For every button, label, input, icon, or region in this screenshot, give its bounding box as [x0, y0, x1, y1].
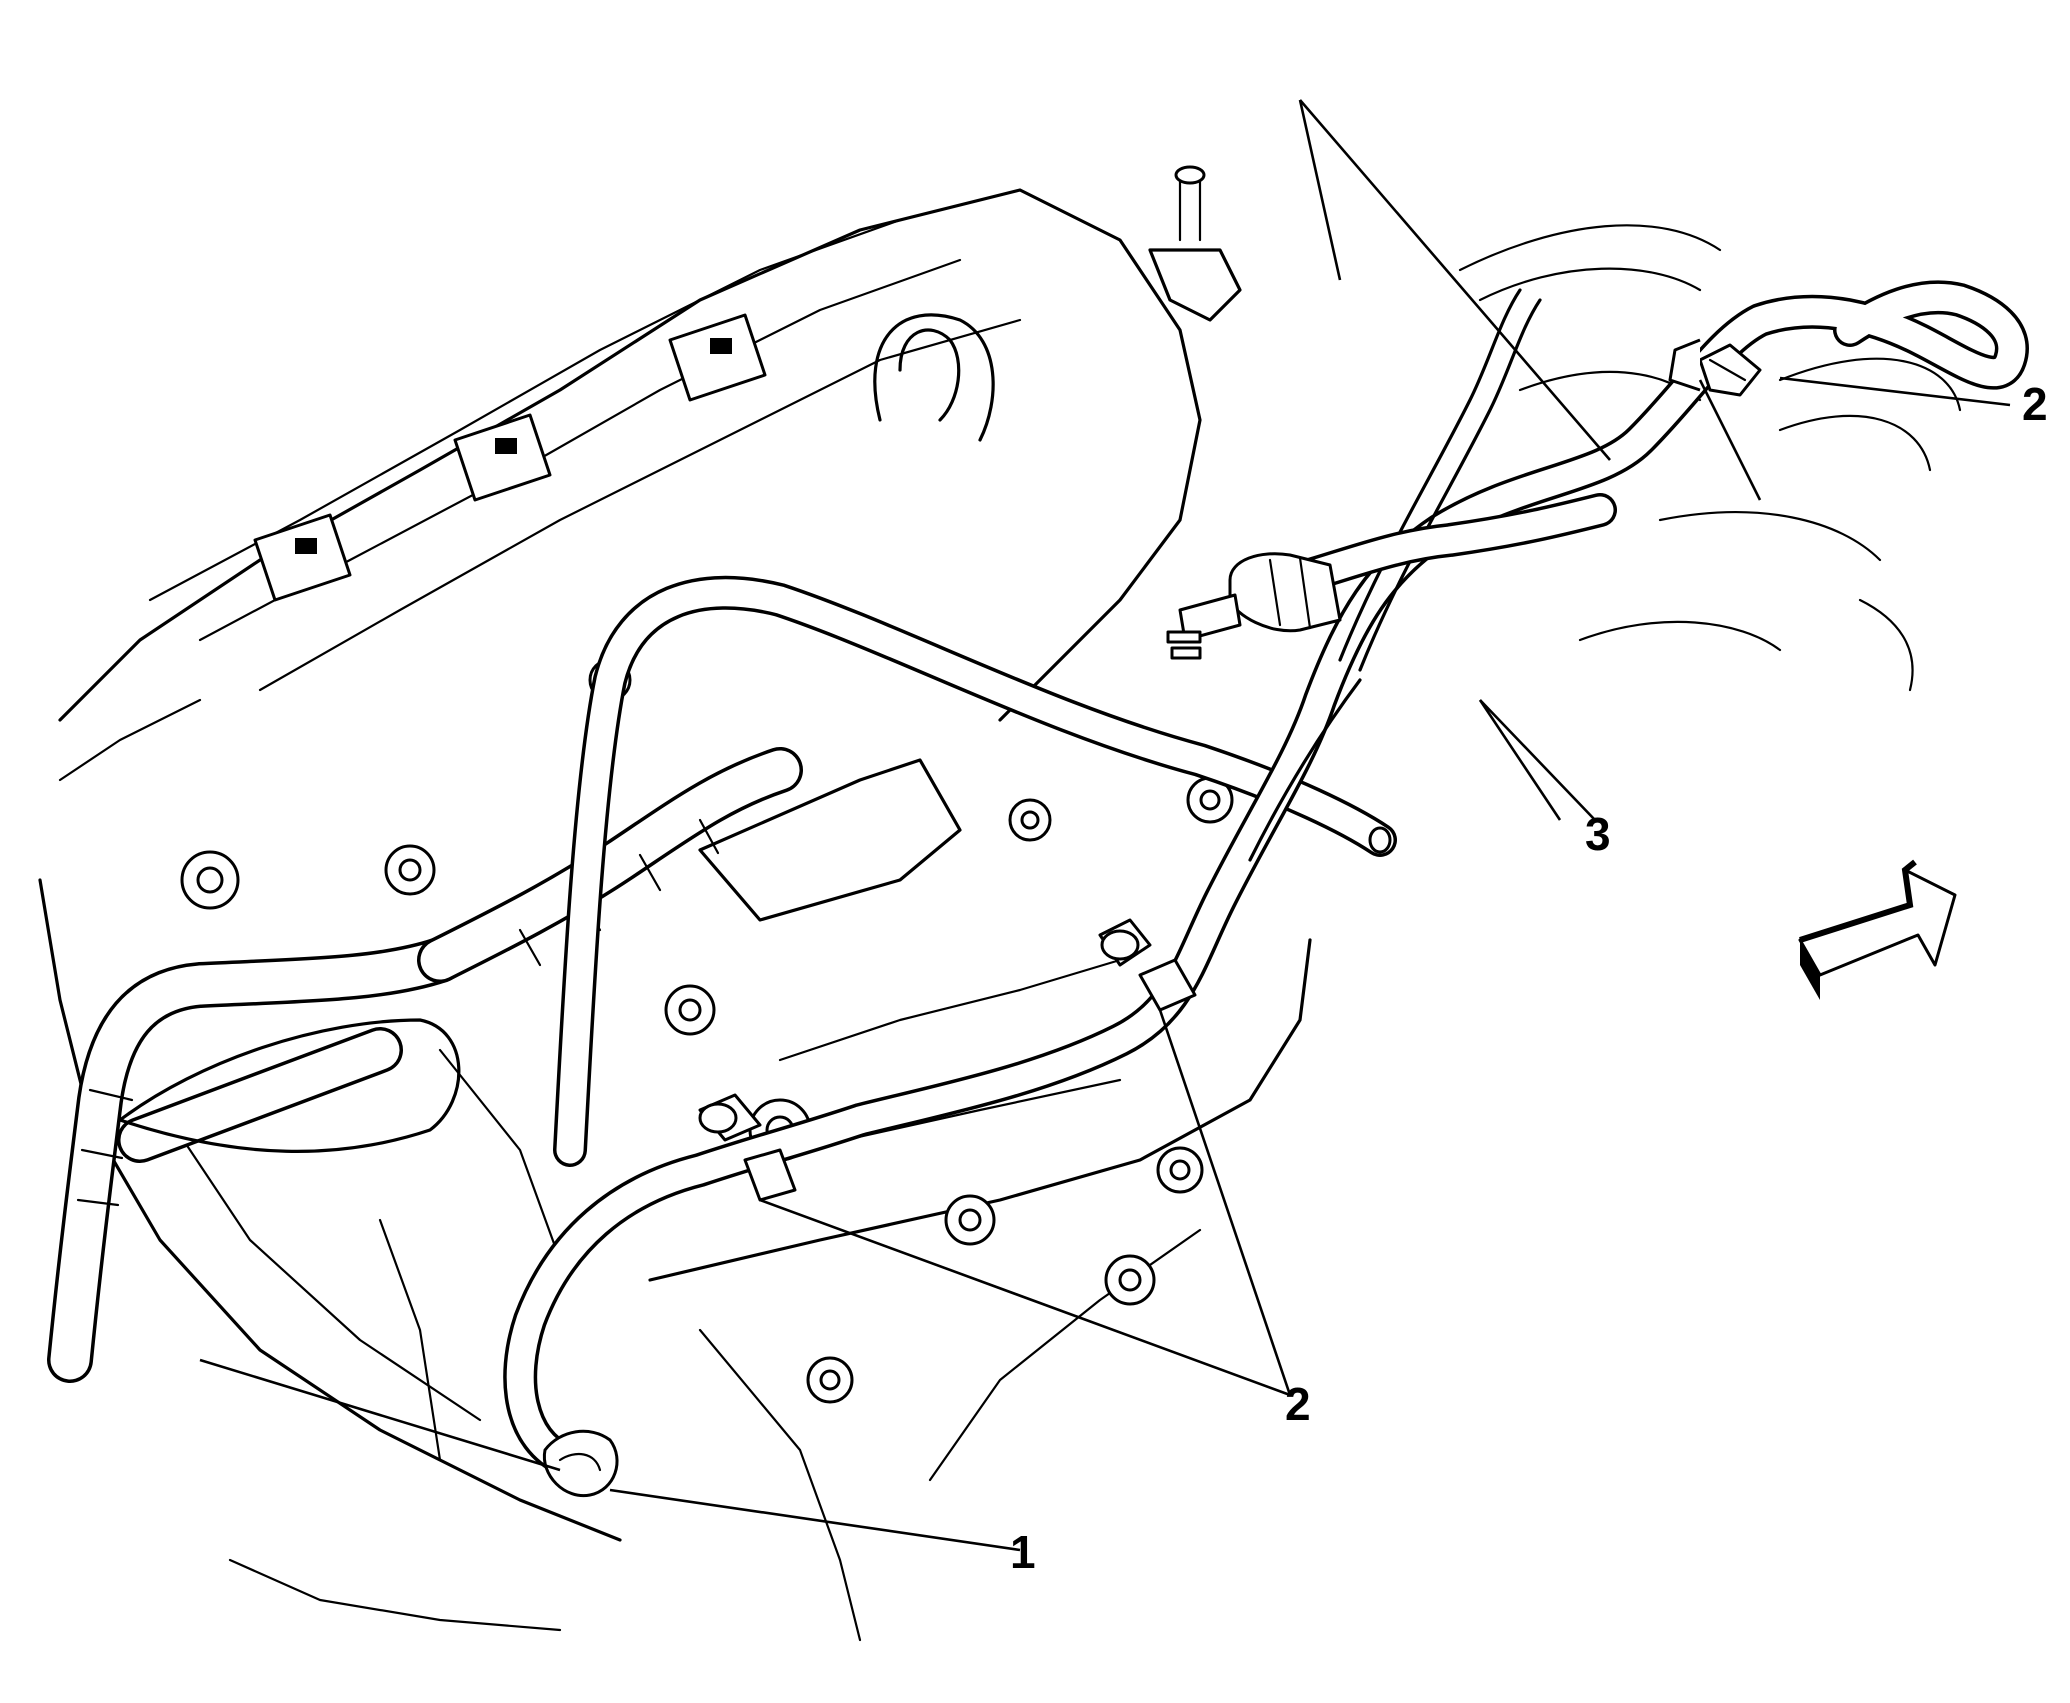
- callout-1: 1: [1010, 1526, 1036, 1578]
- callout-2-lower: 2: [1285, 1378, 1311, 1430]
- vacuum-tube: [553, 575, 1397, 1167]
- callout-2-upper: 2: [2022, 378, 2048, 430]
- air-intake-duct: [118, 758, 962, 1153]
- ignition-coils: [253, 313, 767, 602]
- callouts: 1 2 2 3: [1010, 378, 2048, 1578]
- clip-lower: [698, 1093, 797, 1202]
- clip-upper-right: [1668, 338, 1762, 397]
- harness-clips: [542, 338, 1762, 1498]
- bolts: [180, 658, 1234, 1404]
- forward-direction-arrow-icon: [1798, 859, 1957, 1000]
- intake-manifold: [873, 165, 1242, 442]
- sensor-harness: [503, 280, 2029, 1477]
- callout-leaders: [199, 99, 2011, 1552]
- clip-bottom-sensor: [542, 1429, 619, 1498]
- engine-wiring-harness: [47, 747, 803, 1383]
- clip-middle: [1098, 918, 1197, 1012]
- callout-3: 3: [1585, 808, 1611, 860]
- sensor-connector: [1166, 552, 1342, 660]
